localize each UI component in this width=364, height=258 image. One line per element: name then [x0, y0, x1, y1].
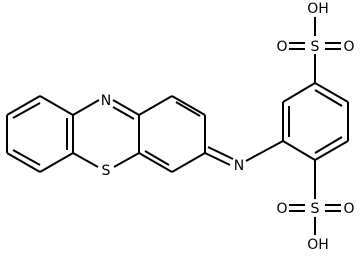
quinoid-ring [138, 95, 206, 173]
central-thiazine-ring [72, 99, 140, 168]
imine-double-bond [204, 146, 234, 166]
ring-sulfur-label: S [102, 163, 111, 179]
bottom-sulfur-label: S [311, 201, 320, 217]
bottom-hydroxyl-label: OH [307, 237, 329, 253]
sulfonic-acid-bottom [289, 160, 341, 235]
sulfonic-acid-top [289, 17, 341, 83]
top-sulfur-label: S [311, 39, 320, 55]
bottom-oxygen-right-label: O [343, 201, 354, 217]
left-benzene-ring [6, 95, 74, 173]
sulfophenyl-ring [245, 82, 349, 162]
top-hydroxyl-label: OH [307, 1, 329, 17]
ring-nitrogen-label: N [101, 93, 111, 109]
bottom-oxygen-left-label: O [276, 201, 287, 217]
top-oxygen-left-label: O [276, 39, 287, 55]
imine-nitrogen-label: N [234, 158, 244, 174]
top-oxygen-right-label: O [343, 39, 354, 55]
